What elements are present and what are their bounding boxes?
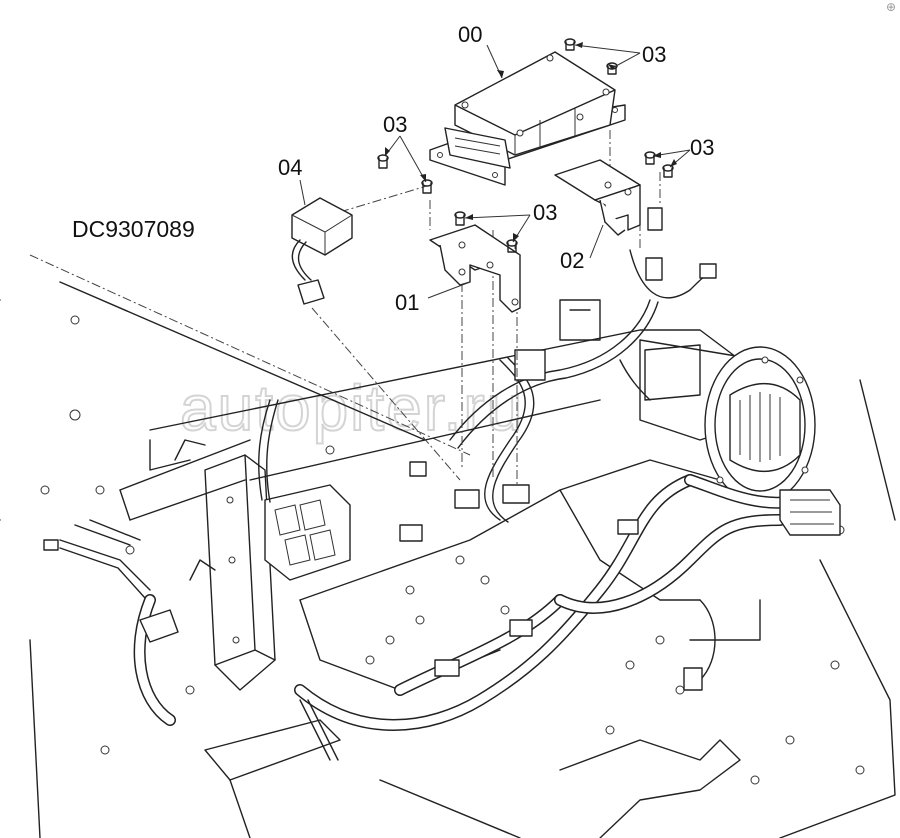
bolts-03 xyxy=(377,38,674,253)
part-04-sensor-module xyxy=(291,197,353,305)
bolt xyxy=(454,211,466,226)
bolt xyxy=(377,154,389,169)
callout-03-top: 03 xyxy=(642,42,666,67)
drawing-code: DC9307089 xyxy=(72,216,195,242)
callout-01: 01 xyxy=(395,290,419,315)
callout-04: 04 xyxy=(278,155,302,180)
bolt xyxy=(564,38,576,51)
bolt xyxy=(662,164,674,178)
part-01-bracket xyxy=(429,224,521,313)
callout-00: 00 xyxy=(458,22,482,47)
callout-03-left: 03 xyxy=(383,112,407,137)
base-plate xyxy=(0,254,896,838)
bolt xyxy=(506,239,518,253)
callout-03-right: 03 xyxy=(690,135,714,160)
callout-02: 02 xyxy=(560,248,584,273)
leader-lines xyxy=(299,42,691,299)
part-02-bracket xyxy=(554,159,641,236)
bolt xyxy=(644,151,656,165)
callout-03-mid: 03 xyxy=(533,200,557,225)
wiring-harness xyxy=(43,207,841,761)
part-00-control-unit xyxy=(429,51,626,186)
callout-labels: 00 01 02 03 03 03 03 04 xyxy=(278,22,714,315)
bolt xyxy=(421,179,433,194)
blower-housing xyxy=(704,346,816,504)
corner-mark: ⊕ xyxy=(885,0,896,14)
